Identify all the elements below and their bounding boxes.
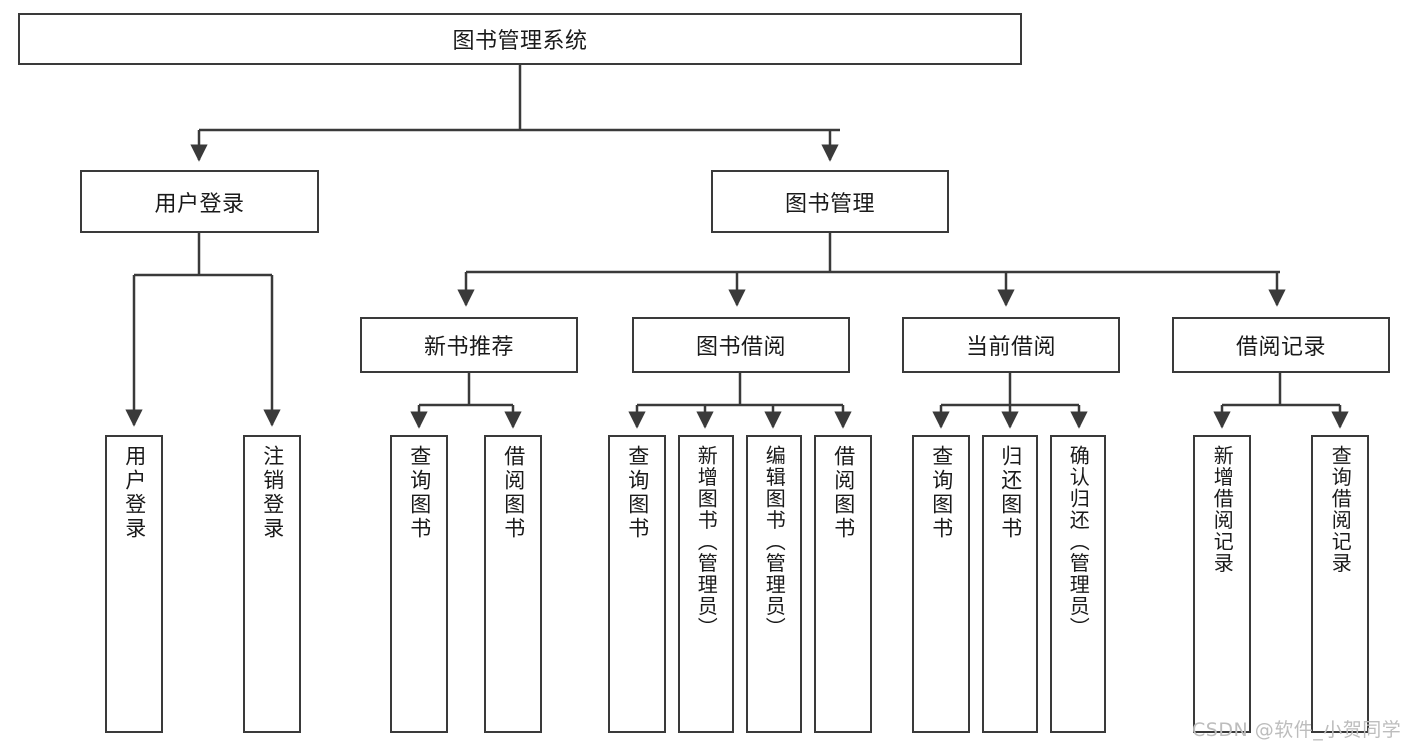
node-label: 图书管理系统 bbox=[452, 29, 588, 54]
node-user-login[interactable]: 用户登录 bbox=[80, 170, 319, 233]
leaf-user-login-logout[interactable]: 注销登录 bbox=[243, 435, 301, 733]
node-label: 注销登录 bbox=[260, 445, 285, 541]
node-label: 借阅图书 bbox=[831, 445, 856, 541]
node-label: 借阅记录 bbox=[1235, 335, 1326, 360]
node-label: 新增图书（管理员） bbox=[694, 445, 719, 639]
node-book-borrow[interactable]: 图书借阅 bbox=[632, 317, 850, 373]
node-borrow-record[interactable]: 借阅记录 bbox=[1172, 317, 1390, 373]
node-label: 借阅图书 bbox=[501, 445, 526, 541]
node-current-borrow[interactable]: 当前借阅 bbox=[902, 317, 1120, 373]
leaf-current-return-book[interactable]: 归还图书 bbox=[982, 435, 1038, 733]
leaf-record-query-record[interactable]: 查询借阅记录 bbox=[1311, 435, 1369, 733]
leaf-recommend-query-book[interactable]: 查询图书 bbox=[390, 435, 448, 733]
node-label: 归还图书 bbox=[998, 445, 1023, 541]
node-new-book-recommend[interactable]: 新书推荐 bbox=[360, 317, 578, 373]
node-label: 编辑图书（管理员） bbox=[762, 445, 787, 639]
leaf-record-add-record[interactable]: 新增借阅记录 bbox=[1193, 435, 1251, 733]
node-label: 新增借阅记录 bbox=[1210, 445, 1235, 574]
node-label: 确认归还（管理员） bbox=[1066, 445, 1091, 639]
node-label: 当前借阅 bbox=[965, 335, 1056, 360]
leaf-borrow-query-book[interactable]: 查询图书 bbox=[608, 435, 666, 733]
node-label: 图书管理 bbox=[784, 191, 875, 217]
csdn-watermark: CSDN @软件_小贺同学 bbox=[1192, 719, 1402, 741]
node-label: 查询借阅记录 bbox=[1328, 445, 1353, 574]
leaf-borrow-borrow-book[interactable]: 借阅图书 bbox=[814, 435, 872, 733]
node-label: 查询图书 bbox=[407, 445, 432, 541]
node-label: 新书推荐 bbox=[423, 335, 514, 360]
node-label: 用户登录 bbox=[122, 445, 147, 541]
leaf-borrow-edit-book-admin[interactable]: 编辑图书（管理员） bbox=[746, 435, 802, 733]
node-label: 图书借阅 bbox=[695, 335, 786, 360]
node-system-root[interactable]: 图书管理系统 bbox=[18, 13, 1022, 65]
leaf-user-login-login[interactable]: 用户登录 bbox=[105, 435, 163, 733]
leaf-current-confirm-return-admin[interactable]: 确认归还（管理员） bbox=[1050, 435, 1106, 733]
node-book-management[interactable]: 图书管理 bbox=[711, 170, 949, 233]
node-label: 用户登录 bbox=[154, 191, 245, 217]
node-label: 查询图书 bbox=[929, 445, 954, 541]
leaf-recommend-borrow-book[interactable]: 借阅图书 bbox=[484, 435, 542, 733]
node-label: 查询图书 bbox=[625, 445, 650, 541]
leaf-current-query-book[interactable]: 查询图书 bbox=[912, 435, 970, 733]
leaf-borrow-add-book-admin[interactable]: 新增图书（管理员） bbox=[678, 435, 734, 733]
